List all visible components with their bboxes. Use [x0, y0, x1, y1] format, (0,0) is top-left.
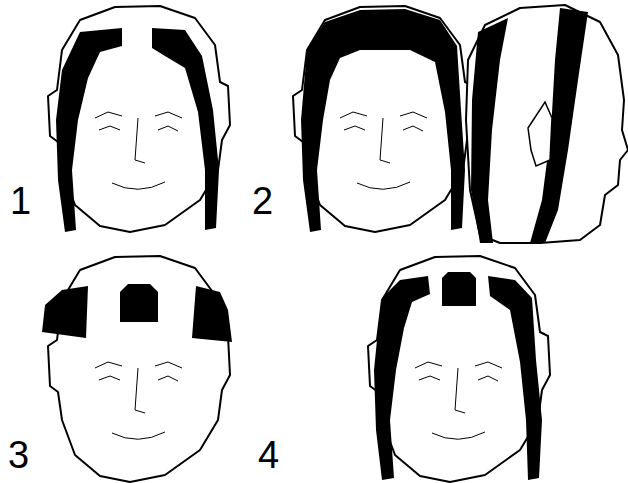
face-3	[42, 256, 232, 482]
profile-head	[466, 5, 628, 243]
face-2	[293, 6, 475, 232]
face-4	[368, 256, 550, 482]
figure-number: 2	[252, 182, 273, 220]
figure-number: 4	[258, 436, 279, 474]
face-1	[48, 6, 230, 232]
figure-number: 1	[10, 182, 31, 220]
figure-number: 3	[8, 436, 29, 474]
